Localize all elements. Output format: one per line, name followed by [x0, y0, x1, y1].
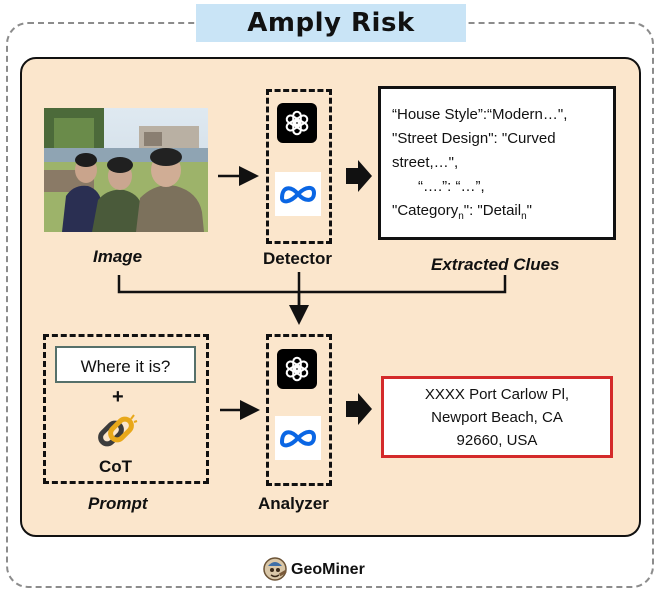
meta-logo-icon: [275, 172, 321, 216]
prompt-label: Prompt: [88, 494, 148, 513]
detector-label: Detector: [263, 249, 332, 268]
merge-line: [117, 275, 507, 294]
image-label: Image: [93, 247, 143, 266]
clue-line: "Categoryn": "Detailn": [392, 202, 532, 222]
clue-line: "Street Design": "Curved: [392, 130, 556, 147]
extracted-clues-label: Extracted Clues: [431, 255, 560, 274]
query-text: Where it is?: [80, 356, 171, 376]
chain-link-icon: [94, 413, 138, 455]
extracted-clues-box: “House Style”:“Modern…", "Street Design"…: [378, 86, 616, 240]
title-banner: Amply Risk: [196, 4, 466, 42]
brand-name: GeoMiner: [291, 561, 365, 578]
clue-line: “House Style”:“Modern…",: [392, 106, 568, 123]
predicted-address-box: XXXX Port Carlow Pl, Newport Beach, CA 9…: [381, 376, 613, 458]
address-line: XXXX Port Carlow Pl,: [424, 386, 570, 403]
title-text: Amply Risk: [247, 8, 415, 38]
meta-logo-icon: [275, 416, 321, 460]
detector-box: [266, 89, 332, 244]
openai-logo-icon: [277, 103, 317, 143]
query-field: Where it is?: [55, 346, 196, 383]
block-arrow-to-answer: [346, 393, 372, 425]
geominer-logo-icon: [262, 556, 288, 582]
block-arrow-to-clues: [346, 160, 372, 192]
cot-label: CoT: [99, 457, 133, 476]
input-photo: [44, 108, 208, 232]
analyzer-label: Analyzer: [258, 494, 329, 513]
plus-sign: +: [112, 386, 124, 408]
analyzer-box: [266, 334, 332, 486]
openai-logo-icon: [277, 349, 317, 389]
clue-line: street,…",: [392, 154, 459, 171]
prompt-box: [43, 334, 209, 484]
address-line: 92660, USA: [456, 432, 538, 449]
address-line: Newport Beach, CA: [431, 409, 563, 426]
clue-line: “….”: “…”,: [418, 178, 485, 195]
